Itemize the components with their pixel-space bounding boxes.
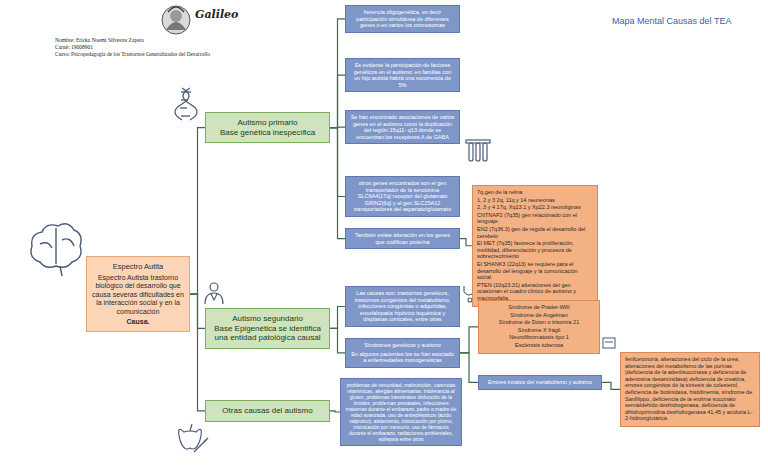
node-text: Síndromes genéticos y autismo bbox=[350, 342, 455, 349]
detail-box: Se han encontrado asociaciones de varios… bbox=[345, 110, 460, 144]
syndrome-list-box: Síndrome de Prader-WilliSíndrome de Ange… bbox=[478, 300, 600, 354]
node-text: Base Epigenética se identifica una entid… bbox=[210, 324, 325, 343]
node-text: Errores innatos del metabolismo y autism… bbox=[483, 379, 597, 386]
node-text: Causa. bbox=[92, 318, 184, 326]
node-text: Otras causas del autismo bbox=[210, 406, 325, 416]
node-text: Base genética inespecífica bbox=[210, 128, 325, 138]
node-text: Autismo segundario bbox=[210, 314, 325, 324]
node-text: 1, 2 y 3 2q, 11q y 14 neurexinas bbox=[477, 197, 593, 204]
node-text: Síndrome de Down o trisomía 21 bbox=[483, 319, 595, 326]
node-text: El SHANK3 (22q13) se requiere para el de… bbox=[477, 261, 593, 281]
node-text: herencia oligogenética, es decir partici… bbox=[350, 9, 455, 29]
student-id: Carné: 19008901 bbox=[55, 44, 93, 50]
node-text: Espectro Autista trastorno biológico del… bbox=[92, 274, 184, 316]
course-name: Curso: Psicopedagogía de los Trastornos … bbox=[55, 51, 210, 57]
apple-syringe-icon bbox=[179, 424, 208, 452]
dna-icon bbox=[175, 88, 197, 120]
connector-line bbox=[330, 328, 345, 353]
detail-box: Errores innatos del metabolismo y autism… bbox=[478, 375, 602, 390]
node-text: Esclerosis tuberosa bbox=[483, 342, 595, 349]
branch-box: Otras causas del autismo bbox=[205, 400, 330, 422]
connector-line bbox=[330, 411, 340, 412]
gene-list-box: 7q,gen de la relina1, 2 y 3 2q, 11q y 14… bbox=[472, 185, 598, 307]
doctor-icon bbox=[205, 283, 223, 304]
node-text: Neurofibromatosis tipo 1 bbox=[483, 334, 595, 341]
test-tubes-icon bbox=[466, 140, 490, 161]
node-text: EN2 (7q36.3) gen de regula el desarrollo… bbox=[477, 226, 593, 239]
detail-box: Las causas son: trastornos genéticos, tr… bbox=[345, 286, 460, 327]
detail-box: problemas de inmunidad, malnutrición, ca… bbox=[340, 378, 462, 446]
connector-line bbox=[190, 128, 205, 295]
node-text: 2, 3 y 4 17q, Xq13.1 y Xp22.3 neuroligin… bbox=[477, 204, 593, 211]
connector-line bbox=[460, 239, 472, 246]
node-text: Es evidente la participación de factores… bbox=[350, 62, 455, 88]
node-text: problemas de inmunidad, malnutrición, ca… bbox=[345, 382, 457, 442]
node-text: El MET (7q35) favorece la proliferación,… bbox=[477, 240, 593, 260]
connector-line bbox=[330, 19, 345, 128]
connector-line bbox=[190, 294, 205, 411]
branch-box: Autismo primarioBase genética inespecífi… bbox=[205, 112, 330, 143]
connector-line bbox=[602, 382, 620, 389]
node-text: otros genes encontrados son el gen trans… bbox=[350, 180, 455, 213]
map-title: Mapa Mental Causas del TEA bbox=[612, 16, 731, 26]
node-text: En algunos pacientes los se han asociado… bbox=[350, 351, 455, 364]
node-text: Se han encontrado asociaciones de varios… bbox=[350, 114, 455, 140]
note-icon bbox=[603, 338, 615, 348]
node-text: PTEN (10q23.31) alteraciones del gen oca… bbox=[477, 282, 593, 302]
node-text: 7q,gen de la relina bbox=[477, 189, 593, 196]
node-text: Autismo primario bbox=[210, 118, 325, 128]
node-text: Síndrome de Prader-Willi bbox=[483, 304, 595, 311]
detail-box: También existe alteración en los genes q… bbox=[345, 228, 460, 249]
detail-box: Síndromes genéticos y autismo En algunos … bbox=[345, 338, 460, 368]
brain-icon bbox=[31, 224, 81, 276]
node-text: Síndrome X frágil bbox=[483, 327, 595, 334]
node-text: Espectro Autita bbox=[92, 262, 184, 271]
connector-line bbox=[330, 306, 345, 328]
portrait-logo bbox=[162, 6, 190, 34]
central-topic: Espectro AutitaEspectro Autista trastorn… bbox=[86, 256, 190, 332]
connector-line bbox=[330, 128, 345, 239]
node-text: fenilcetonuria, alteraciones del ciclo d… bbox=[625, 356, 755, 422]
detail-box: Es evidente la participación de factores… bbox=[345, 58, 460, 92]
connector-line bbox=[460, 353, 478, 382]
node-text: CNTNAP2 (7q35) gen relacionado con el le… bbox=[477, 212, 593, 225]
branch-box: Autismo segundarioBase Epigenética se id… bbox=[205, 308, 330, 349]
logo-text: Galileo bbox=[195, 8, 238, 21]
node-text: Las causas son: trastornos genéticos, tr… bbox=[350, 290, 455, 323]
detail-box: herencia oligogenética, es decir partici… bbox=[345, 5, 460, 33]
connector-line bbox=[460, 327, 478, 353]
node-text: Síndrome de Angelman bbox=[483, 312, 595, 319]
detail-box: otros genes encontrados son el gen trans… bbox=[345, 176, 460, 217]
node-text: También existe alteración en los genes q… bbox=[350, 232, 455, 245]
metabolic-list-box: fenilcetonuria, alteraciones del ciclo d… bbox=[620, 352, 760, 427]
student-name: Nombre: Ericka Noemí Silvestre Zapeta bbox=[55, 37, 144, 43]
connector-line bbox=[330, 75, 345, 127]
